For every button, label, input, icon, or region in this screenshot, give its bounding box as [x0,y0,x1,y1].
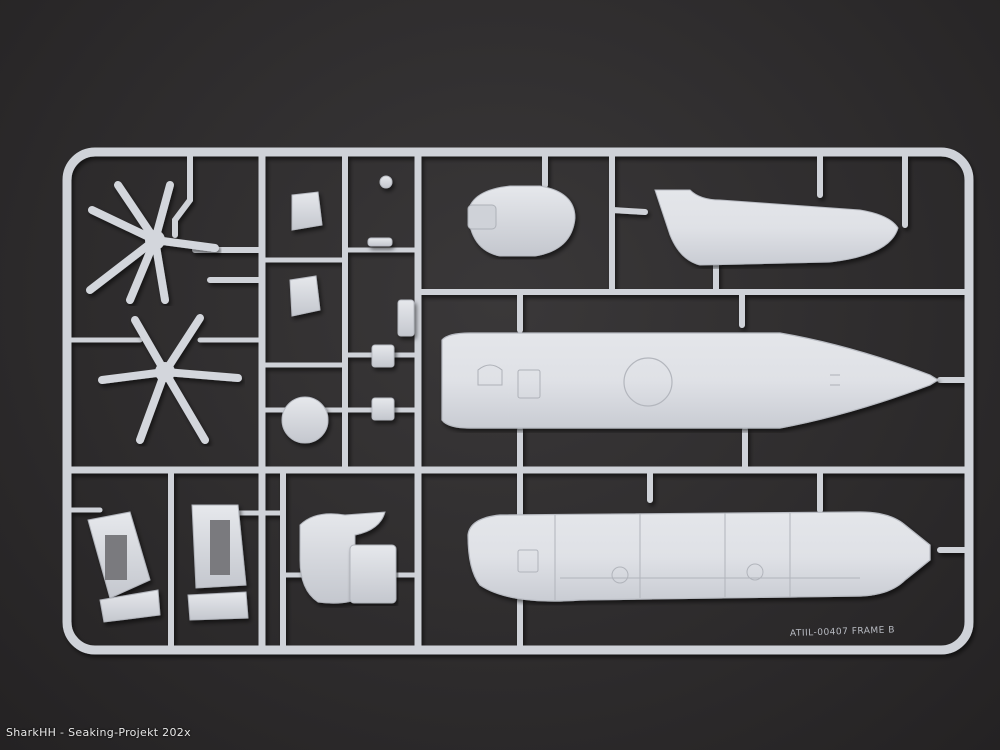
gate-stubs [172,153,972,649]
nose-part [467,185,576,257]
hull-hatch [623,357,673,407]
sprue-frame-label: ATIIL-00407 FRAME B [790,625,895,639]
rotor-head-upper [86,181,219,304]
sprue-outer-frame [62,147,974,655]
cabin-block [349,544,397,604]
rotor-head-lower [98,314,242,444]
hull-panel-lines [517,513,860,600]
watermark-caption: SharkHH - Seaking-Projekt 202x [6,726,191,739]
hull-details [477,364,840,399]
small-parts [281,175,415,444]
nose-detail [467,204,497,230]
sponson-parts [87,504,249,623]
hull-half-lower [467,511,931,602]
hull-half-upper [441,332,940,429]
tail-boom-part [654,189,899,266]
